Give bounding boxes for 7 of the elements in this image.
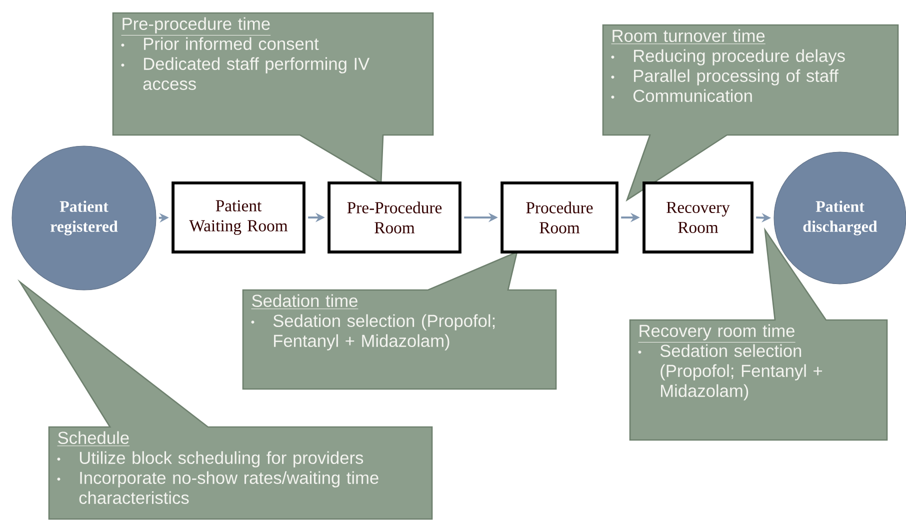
room-box: Procedure Room bbox=[500, 182, 618, 254]
room-box: Pre-Procedure Room bbox=[328, 182, 462, 254]
room-box: Patient Waiting Room bbox=[172, 182, 306, 254]
callout-box: Pre-procedure time Prior informed consent Dedicated staff performing IV access bbox=[112, 12, 434, 184]
callout-box: Room turnover time Reducing procedure delays Parallel processing of staff Communication bbox=[602, 24, 899, 202]
callout-box: Sedation time Sedation selection (Propofol; Fentanyl + Midazolam) bbox=[242, 250, 557, 390]
room-box: Recovery Room bbox=[642, 182, 754, 254]
